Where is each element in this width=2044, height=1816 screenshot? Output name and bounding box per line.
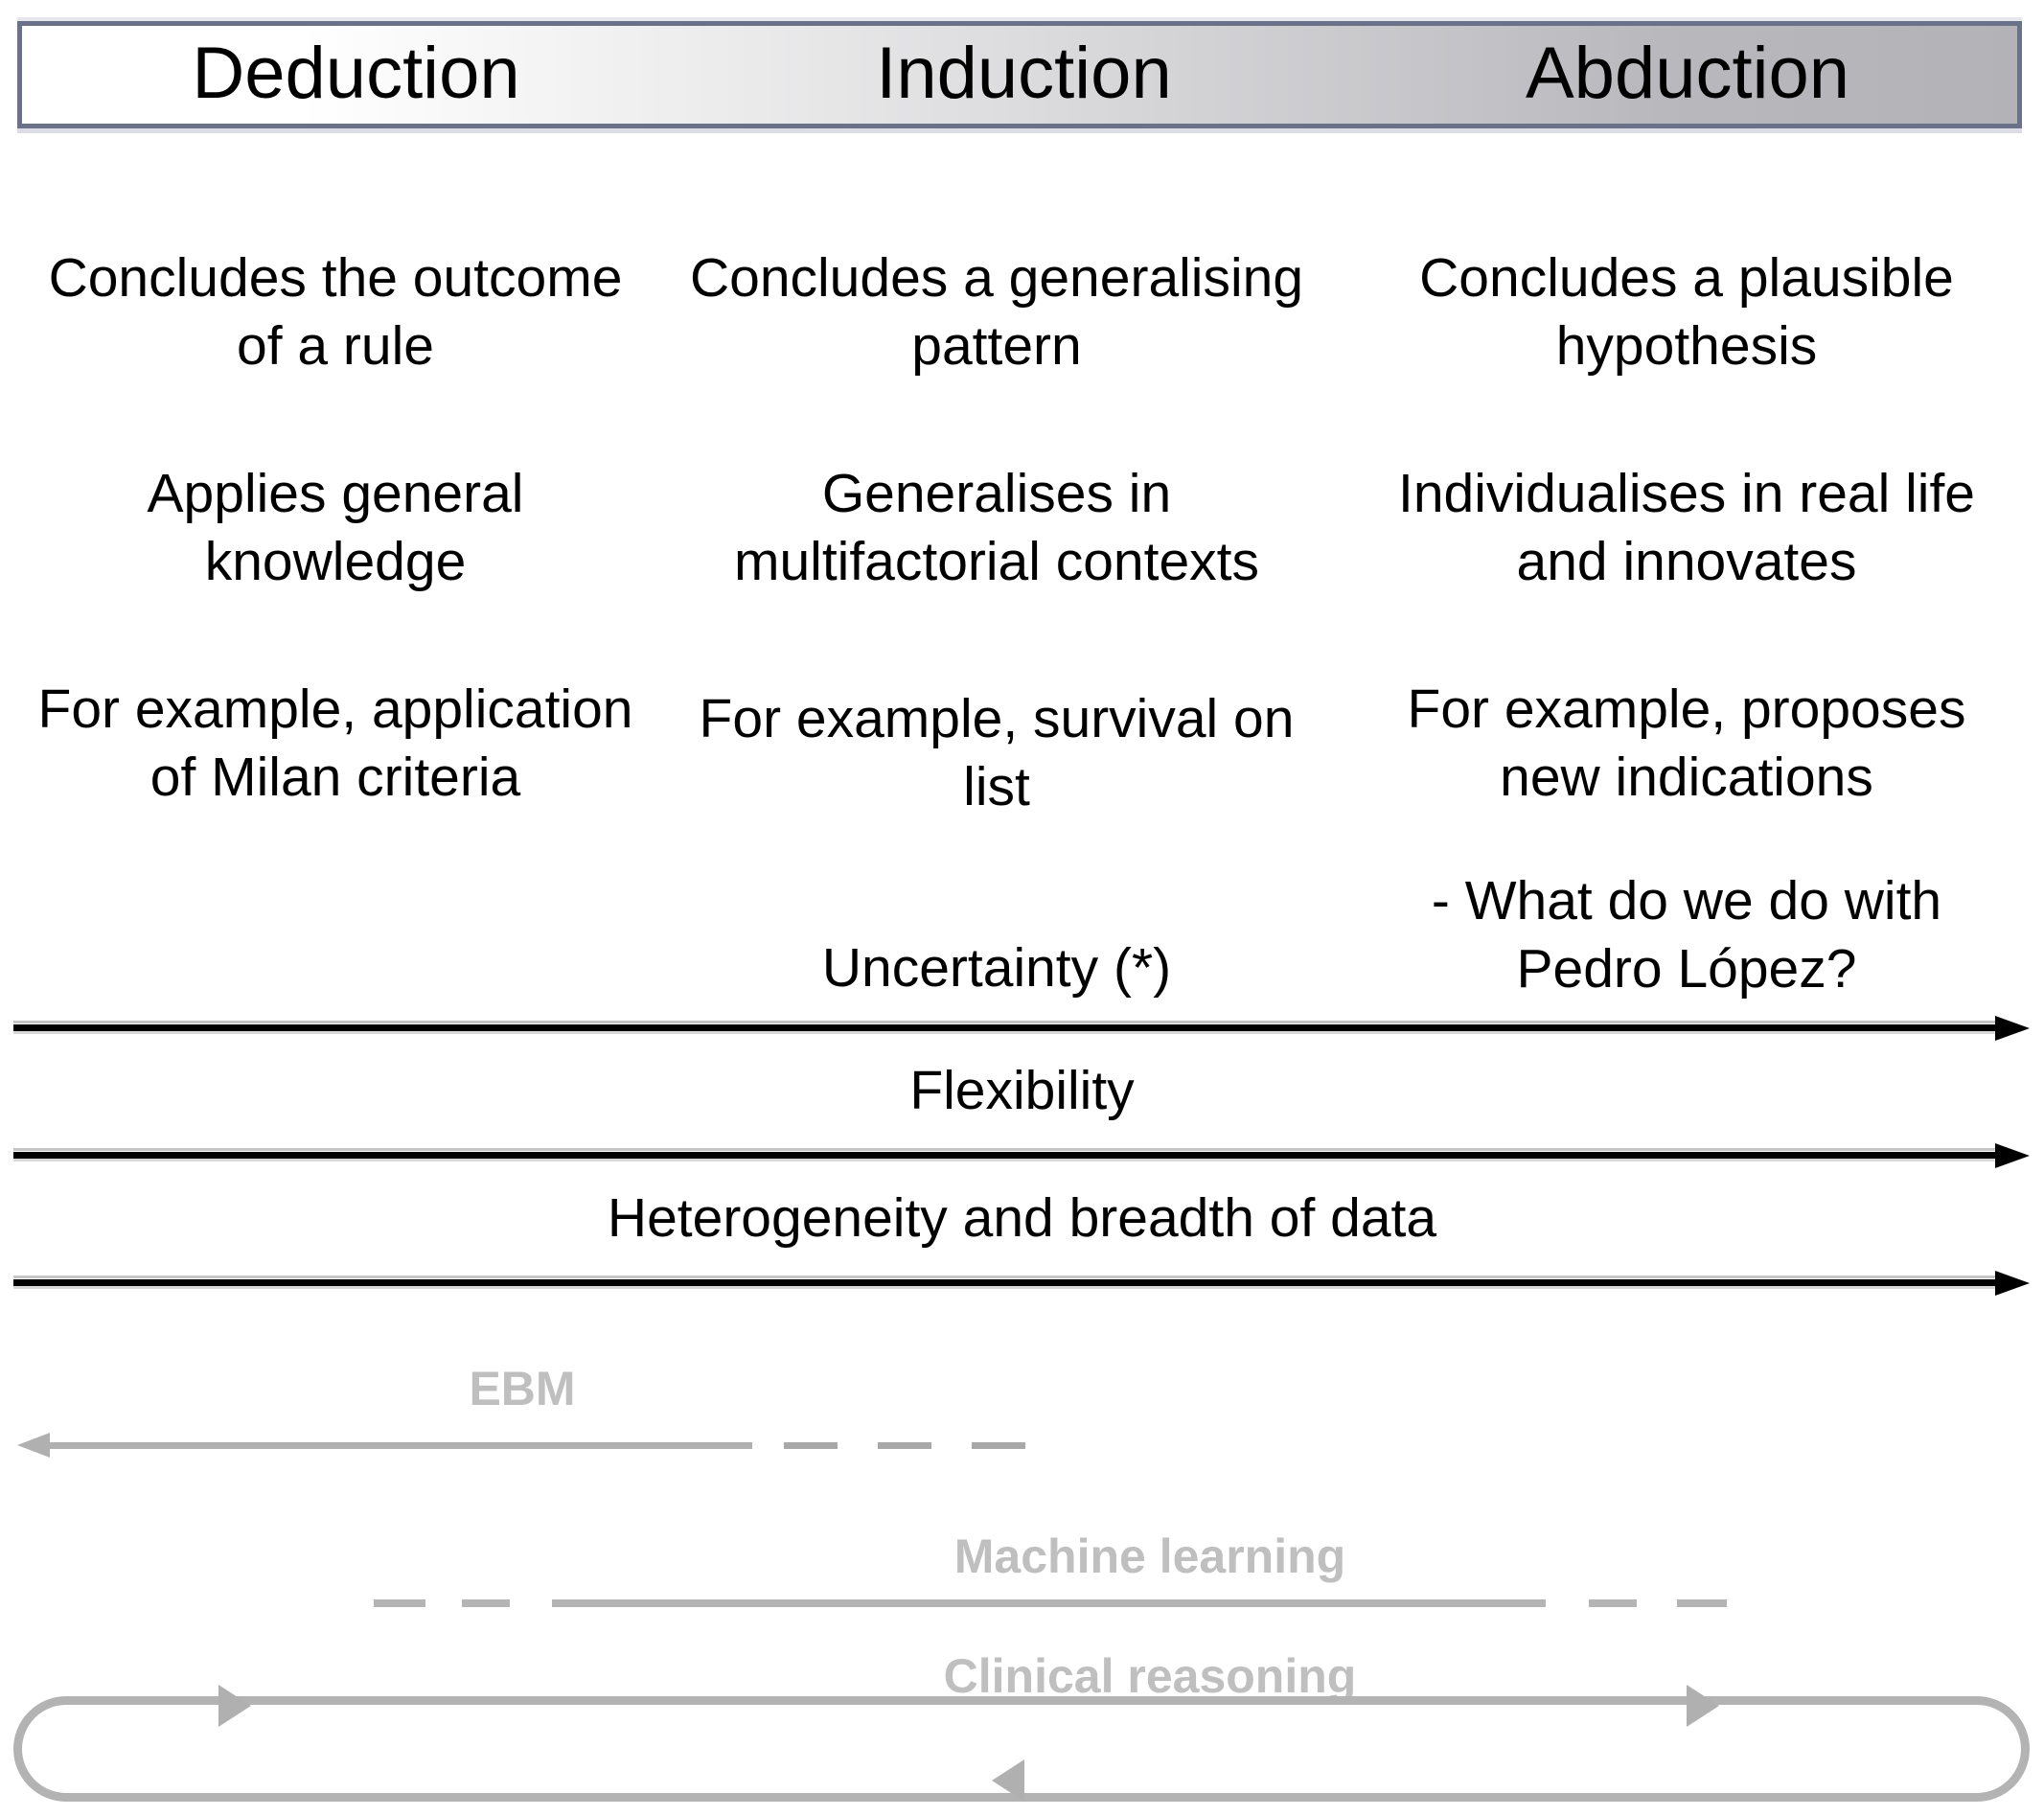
line-dash-segment — [1677, 1599, 1727, 1607]
line-solid-segment — [552, 1599, 1546, 1607]
arrowhead-left-icon — [992, 1759, 1024, 1802]
cell-induction-conclusion: Concludes a generalising pattern — [689, 247, 1304, 377]
arrow-shaft — [13, 1148, 1997, 1161]
arrow-dash-segment — [784, 1442, 838, 1449]
arrow-shaft — [13, 1021, 1997, 1034]
cell-deduction-conclusion: Concludes the outcome of a rule — [48, 247, 623, 377]
cell-abduction-conclusion: Concludes a plausible hypothesis — [1419, 247, 1954, 377]
label-heterogeneity-breadth-of-data: Heterogeneity and breadth of data — [607, 1187, 1437, 1249]
header-column-abduction: Abduction — [1525, 33, 1850, 114]
cell-deduction-example: For example, application of Milan criter… — [37, 678, 633, 808]
header-column-deduction: Deduction — [192, 33, 520, 114]
label-machine-learning: Machine learning — [953, 1529, 1346, 1583]
arrow-right-heterogeneity-top — [13, 1143, 2030, 1168]
arrowhead-left-icon — [17, 1433, 50, 1458]
header-column-induction: Induction — [876, 33, 1172, 114]
line-machine-learning — [374, 1594, 1782, 1613]
header-gradient-band: Deduction Induction Abduction — [17, 21, 2022, 128]
cell-deduction-knowledge: Applies general knowledge — [147, 463, 524, 592]
arrow-left-ebm — [17, 1433, 1028, 1458]
arrow-dash-segment — [878, 1442, 931, 1449]
cell-abduction-pedro-lopez: - What do we do with Pedro López? — [1431, 870, 1942, 1000]
arrow-shaft — [13, 1276, 1997, 1289]
arrowhead-right-icon — [1995, 1143, 2030, 1168]
cell-abduction-knowledge: Individualises in real life and innovate… — [1398, 463, 1975, 592]
cell-induction-uncertainty: Uncertainty (*) — [821, 937, 1172, 999]
arrowhead-right-icon — [1687, 1685, 1719, 1727]
cell-induction-example: For example, survival on list — [699, 688, 1295, 817]
arrowhead-right-icon — [218, 1685, 251, 1727]
label-ebm: EBM — [469, 1362, 576, 1415]
arrow-right-heterogeneity-bottom — [13, 1271, 2030, 1296]
arrow-dash-segment — [972, 1442, 1025, 1449]
cell-induction-knowledge: Generalises in multifactorial contexts — [733, 463, 1260, 592]
arrow-right-flexibility-top — [13, 1016, 2030, 1041]
label-flexibility: Flexibility — [909, 1060, 1135, 1121]
arrow-shaft-solid — [48, 1442, 752, 1449]
line-dash-segment — [462, 1599, 510, 1607]
cell-abduction-example: For example, proposes new indications — [1407, 678, 1966, 808]
arrowhead-right-icon — [1995, 1271, 2030, 1296]
line-dash-segment — [374, 1599, 425, 1607]
arrowhead-right-icon — [1995, 1016, 2030, 1041]
label-clinical-reasoning: Clinical reasoning — [943, 1649, 1357, 1703]
line-dash-segment — [1589, 1599, 1637, 1607]
